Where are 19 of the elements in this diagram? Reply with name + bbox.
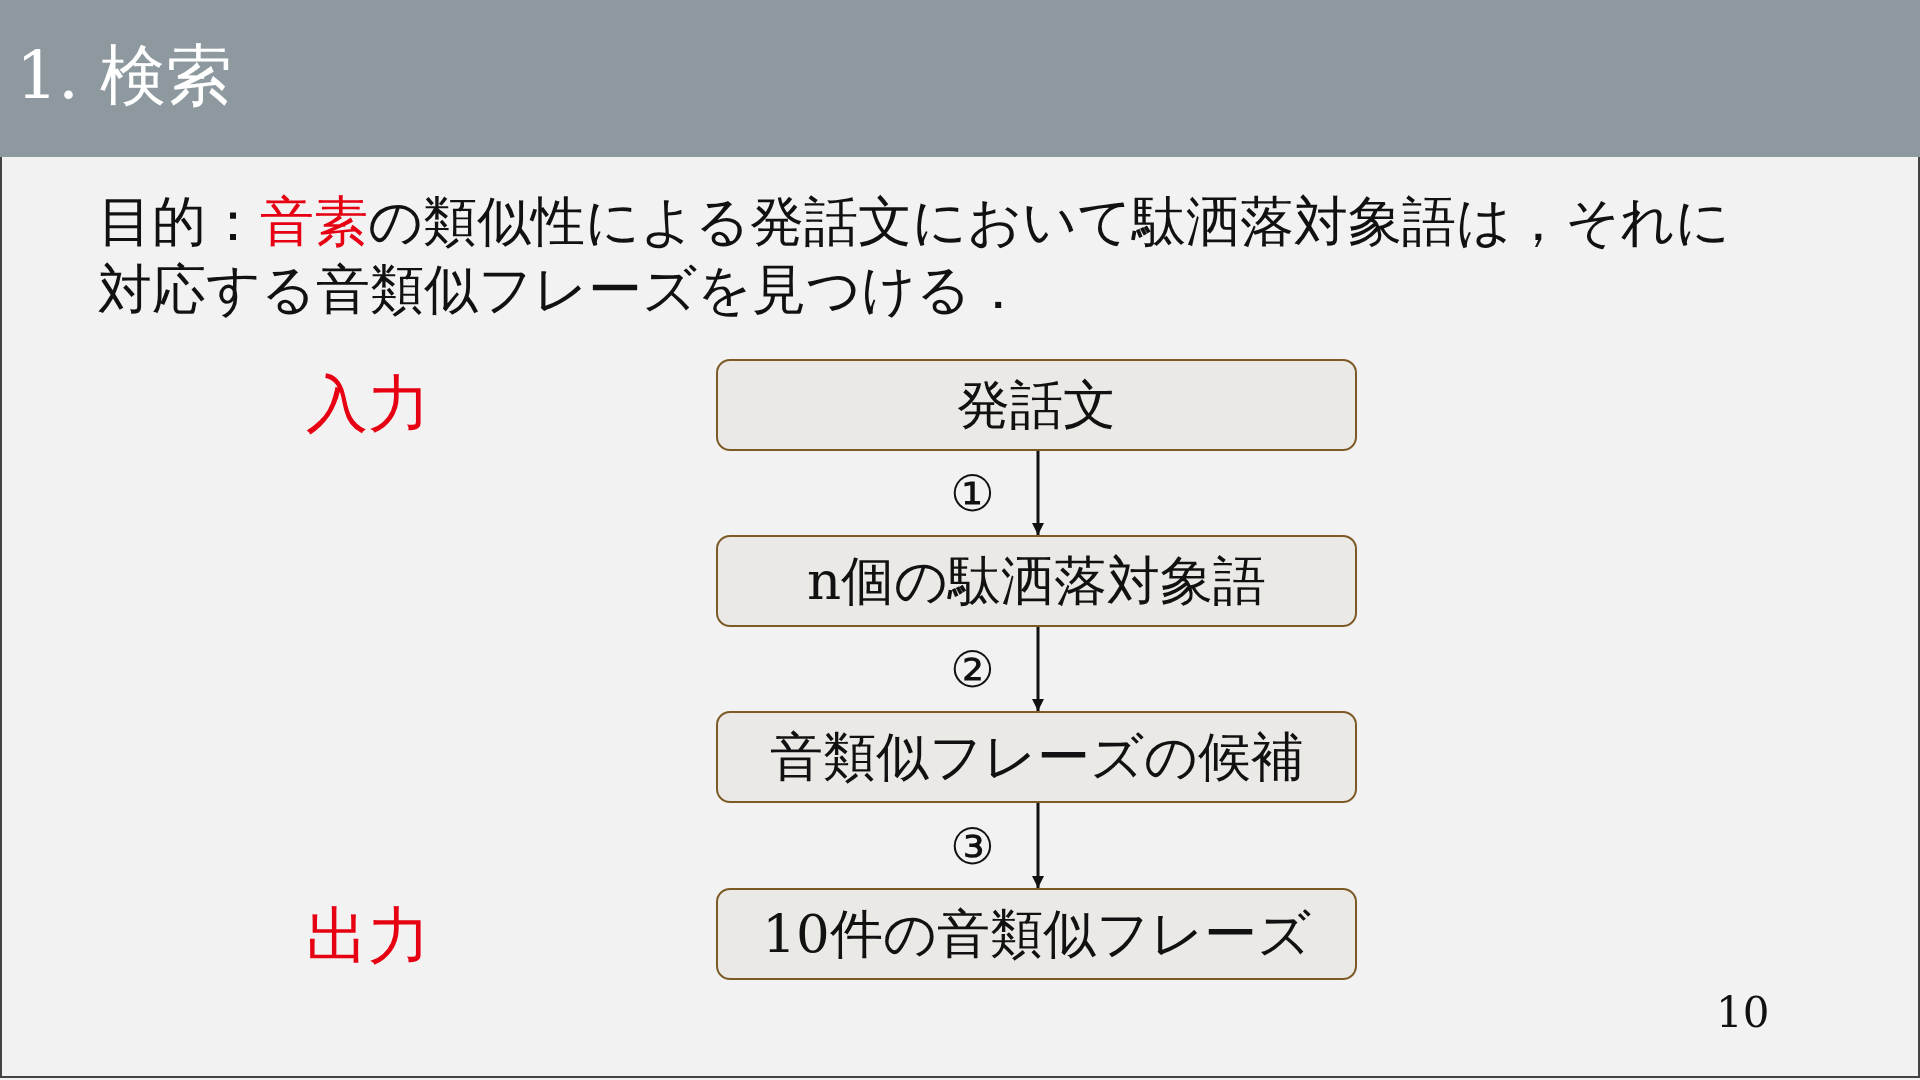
- slide-title: 1. 検索: [16, 40, 232, 113]
- side-label: 入力: [306, 370, 430, 439]
- page-number: 10: [1716, 990, 1770, 1037]
- step-text: n個の駄洒落対象語: [806, 551, 1267, 611]
- arrow: [1032, 627, 1044, 711]
- edge-label: ①: [950, 467, 995, 522]
- process-box: [716, 359, 1357, 451]
- arrow: [1032, 803, 1044, 888]
- step-text: 10件の音類似フレーズ: [762, 904, 1311, 964]
- process-box: [716, 535, 1357, 627]
- objective-text: 目的：音素の類似性による発話文において駄洒落対象語は，それに対応する音類似フレーズを見つける．: [98, 189, 1731, 323]
- edge-label: ②: [950, 643, 995, 698]
- process-box: [716, 711, 1357, 803]
- step-text: 発話文: [957, 375, 1116, 435]
- edge-label: ③: [950, 819, 995, 875]
- step-text: 音類似フレーズの候補: [769, 727, 1304, 787]
- process-box: [716, 888, 1357, 980]
- arrow: [1032, 451, 1044, 535]
- side-label: 出力: [306, 902, 430, 971]
